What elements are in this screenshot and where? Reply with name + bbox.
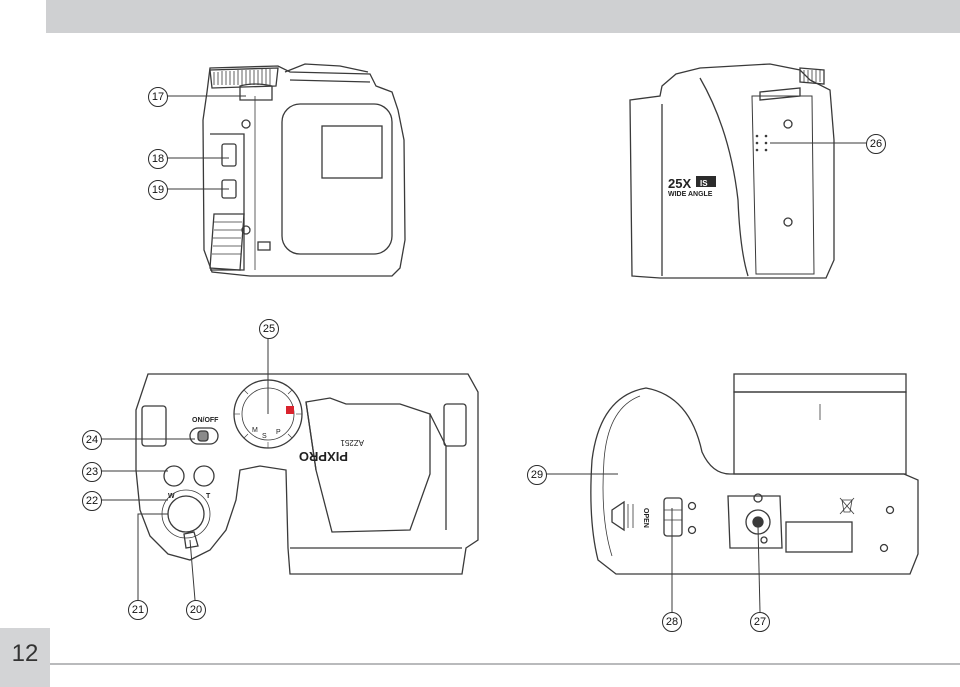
camera-bottom-view (546, 373, 919, 613)
callout-17: 17 (148, 87, 168, 107)
zoom-label: 25X (668, 176, 691, 191)
callout-23: 23 (82, 462, 102, 482)
open-label: OPEN (642, 508, 649, 528)
callout-19: 19 (148, 180, 168, 200)
callout-27: 27 (750, 612, 770, 632)
zoom-w-label: W (168, 493, 175, 500)
model-label: AZ251 (340, 438, 364, 447)
camera-side-view-left (167, 63, 406, 277)
callout-20: 20 (186, 600, 206, 620)
page-number: 12 (11, 640, 39, 667)
callout-24: 24 (82, 430, 102, 450)
callout-28: 28 (662, 612, 682, 632)
mode-p-label: P (276, 429, 281, 436)
callout-21: 21 (128, 600, 148, 620)
header-bar (46, 0, 960, 33)
footer-rule (50, 663, 960, 665)
mode-s-label: S (262, 433, 267, 440)
camera-side-view-right (629, 63, 866, 279)
callout-22: 22 (82, 491, 102, 511)
is-badge-label: IS (700, 179, 708, 188)
mode-m-label: M (252, 427, 258, 434)
callout-25: 25 (259, 319, 279, 339)
page-number-tab (0, 628, 50, 687)
callout-26: 26 (866, 134, 886, 154)
zoom-t-label: T (206, 493, 211, 500)
on-off-label: ON/OFF (192, 417, 219, 424)
wide-angle-label: WIDE ANGLE (668, 191, 713, 198)
callout-29: 29 (527, 465, 547, 485)
callout-18: 18 (148, 149, 168, 169)
brand-label: PIXPRO (299, 449, 348, 464)
camera-top-view (101, 339, 479, 601)
